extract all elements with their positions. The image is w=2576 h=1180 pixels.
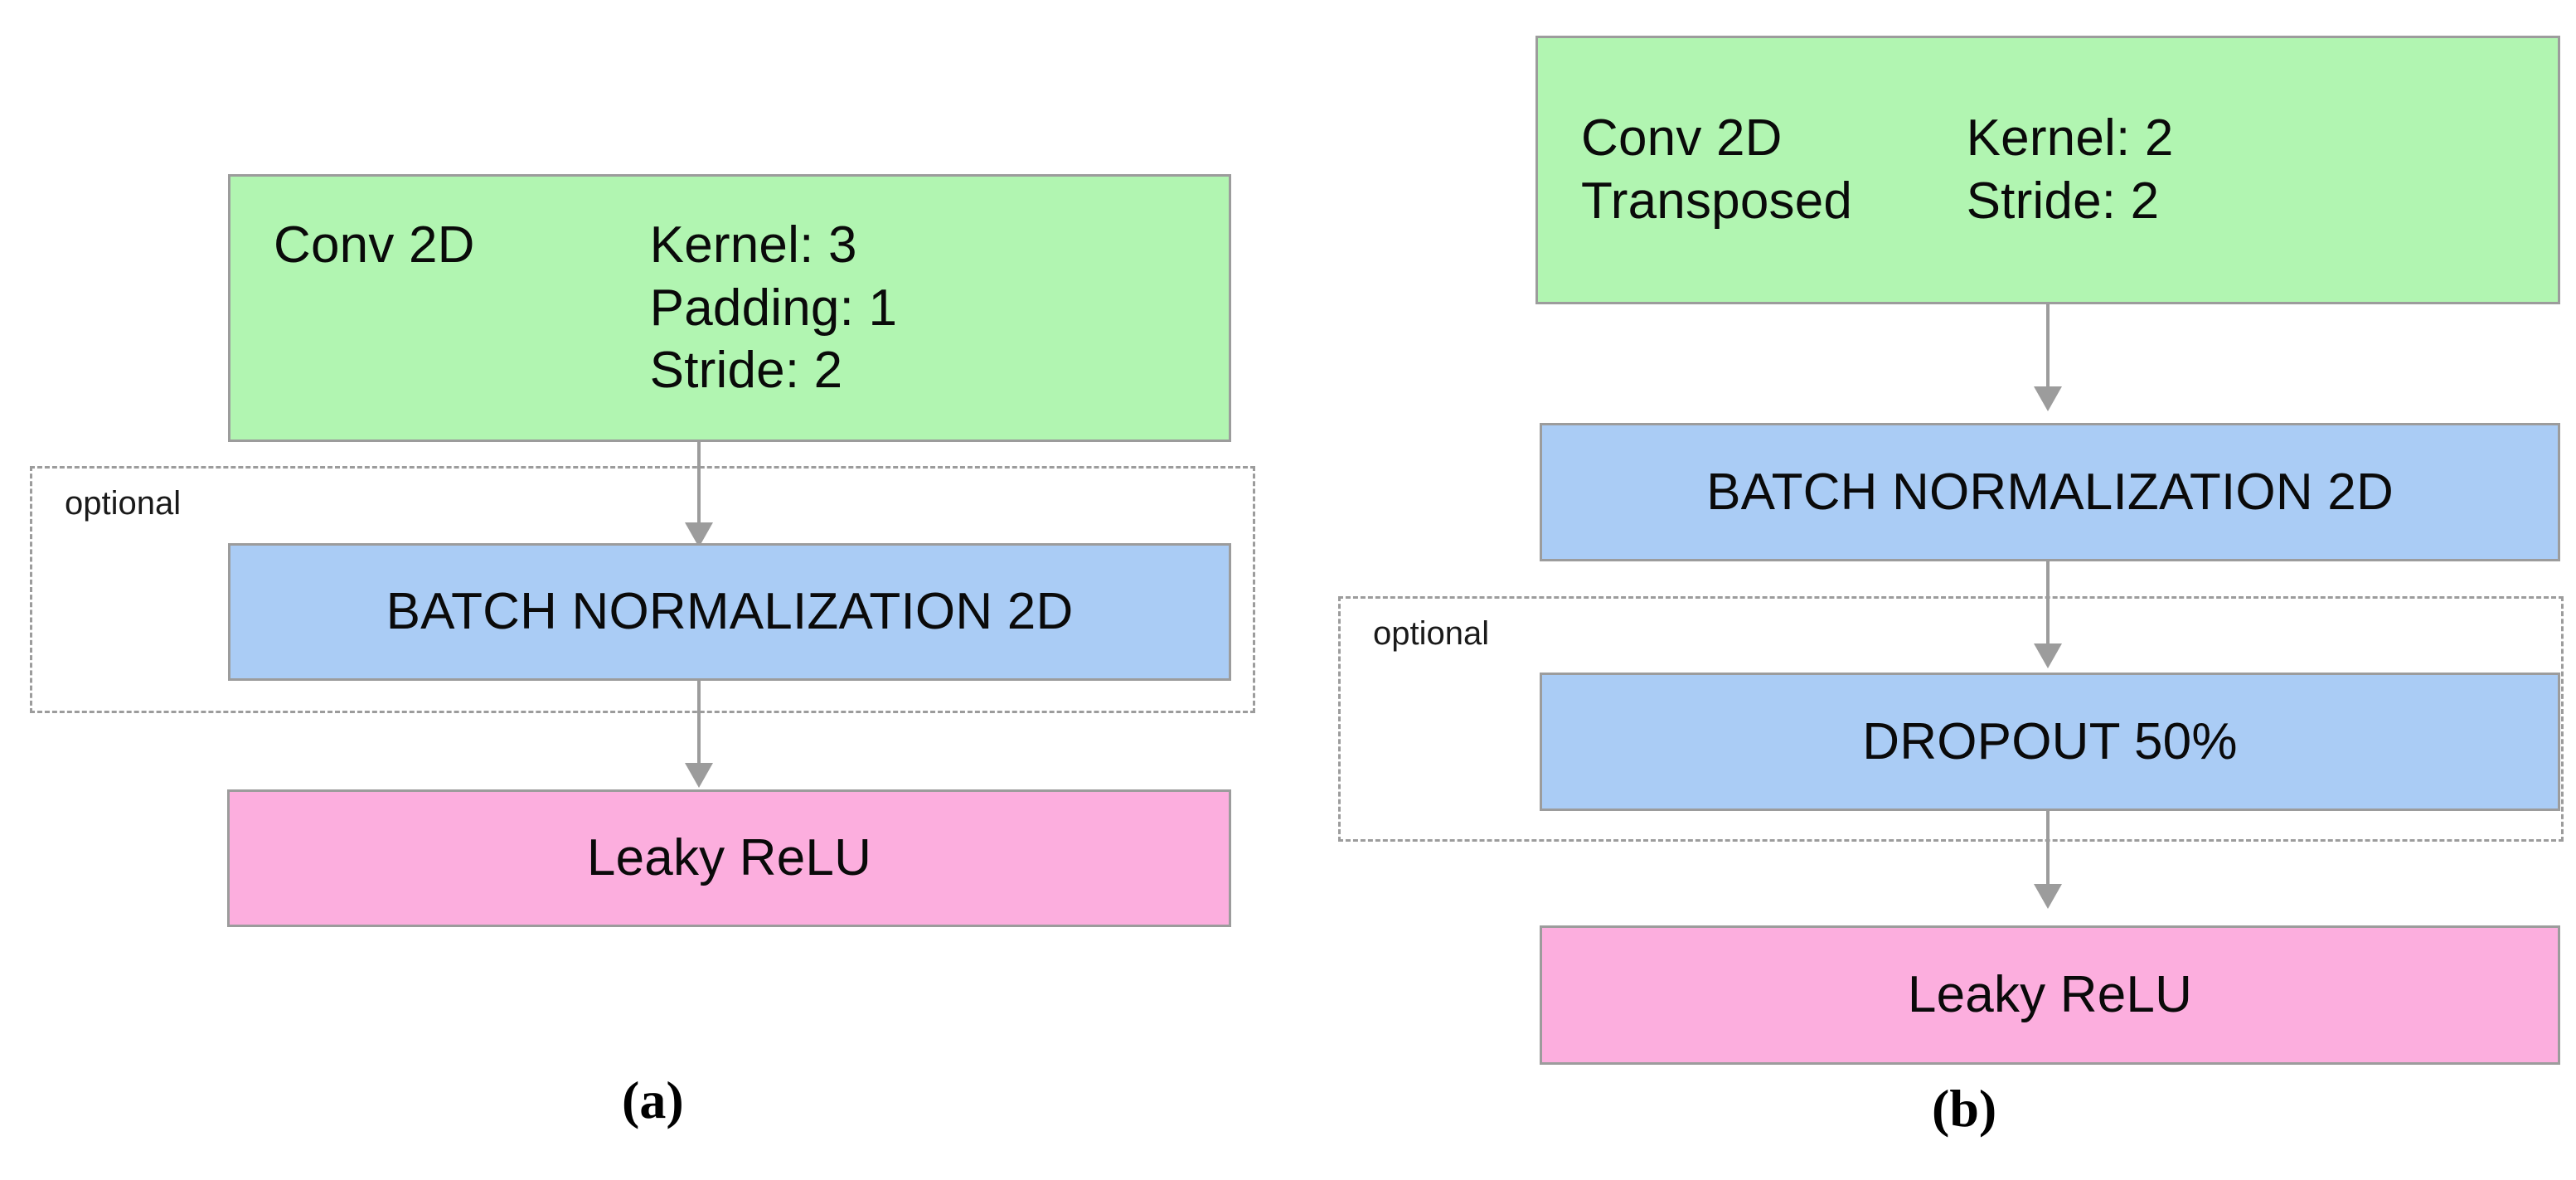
conv2d-a-content: Conv 2D Kernel: 3 Padding: 1 Stride: 2 <box>230 214 1229 402</box>
conv2d-a-kernel: Kernel: 3 <box>649 216 857 274</box>
node-conv2d-transposed-b[interactable]: Conv 2D Transposed Kernel: 2 Stride: 2 <box>1535 36 2560 304</box>
node-dropout-b[interactable]: DROPOUT 50% <box>1540 673 2560 811</box>
leakyrelu-b-label: Leaky ReLU <box>1907 966 2193 1024</box>
arrowhead-conv-to-batchnorm-b <box>2034 386 2062 411</box>
arrowhead-dropout-to-relu-b <box>2034 884 2062 909</box>
conv2d-b-name-col: Conv 2D Transposed <box>1538 107 1967 232</box>
conv2d-b-params-col: Kernel: 2 Stride: 2 <box>1967 107 2558 232</box>
conv2d-b-name-line1: Conv 2D <box>1581 109 1783 168</box>
node-conv2d-a[interactable]: Conv 2D Kernel: 3 Padding: 1 Stride: 2 <box>228 174 1231 442</box>
node-leakyrelu-b[interactable]: Leaky ReLU <box>1540 925 2560 1065</box>
conv2d-b-stride: Stride: 2 <box>1966 172 2160 230</box>
conv2d-a-params-col: Kernel: 3 Padding: 1 Stride: 2 <box>650 214 1229 402</box>
conv2d-b-name-line2: Transposed <box>1581 172 1853 230</box>
conv2d-a-name: Conv 2D <box>274 216 475 274</box>
conv2d-a-name-col: Conv 2D <box>230 214 650 402</box>
arrow-batchnorm-to-relu-a <box>697 681 701 774</box>
conv2d-b-kernel: Kernel: 2 <box>1966 109 2174 168</box>
optional-label-a: optional <box>65 485 182 522</box>
leakyrelu-a-label: Leaky ReLU <box>586 829 872 887</box>
node-leakyrelu-a[interactable]: Leaky ReLU <box>227 789 1231 927</box>
conv2d-a-stride: Stride: 2 <box>649 342 843 400</box>
arrow-batchnorm-to-dropout-b <box>2046 561 2050 654</box>
arrowhead-batchnorm-to-dropout-b <box>2034 643 2062 668</box>
panel-caption-b: (b) <box>1932 1079 1997 1138</box>
arrow-conv-to-batchnorm-b <box>2046 304 2050 397</box>
optional-label-b: optional <box>1373 615 1490 652</box>
arrow-conv-to-batchnorm-a <box>697 442 701 535</box>
panel-caption-a: (a) <box>622 1071 684 1129</box>
conv2d-b-content: Conv 2D Transposed Kernel: 2 Stride: 2 <box>1538 107 2558 232</box>
conv2d-a-padding: Padding: 1 <box>649 279 898 337</box>
dropout-b-label: DROPOUT 50% <box>1862 712 2238 770</box>
node-batchnorm-b[interactable]: BATCH NORMALIZATION 2D <box>1540 423 2560 561</box>
batchnorm-a-label: BATCH NORMALIZATION 2D <box>386 583 1074 641</box>
arrowhead-batchnorm-to-relu-a <box>685 763 713 788</box>
optional-group-a <box>30 466 1255 713</box>
batchnorm-b-label: BATCH NORMALIZATION 2D <box>1706 463 2394 521</box>
node-batchnorm-a[interactable]: BATCH NORMALIZATION 2D <box>228 543 1231 681</box>
optional-group-b <box>1338 596 2564 842</box>
